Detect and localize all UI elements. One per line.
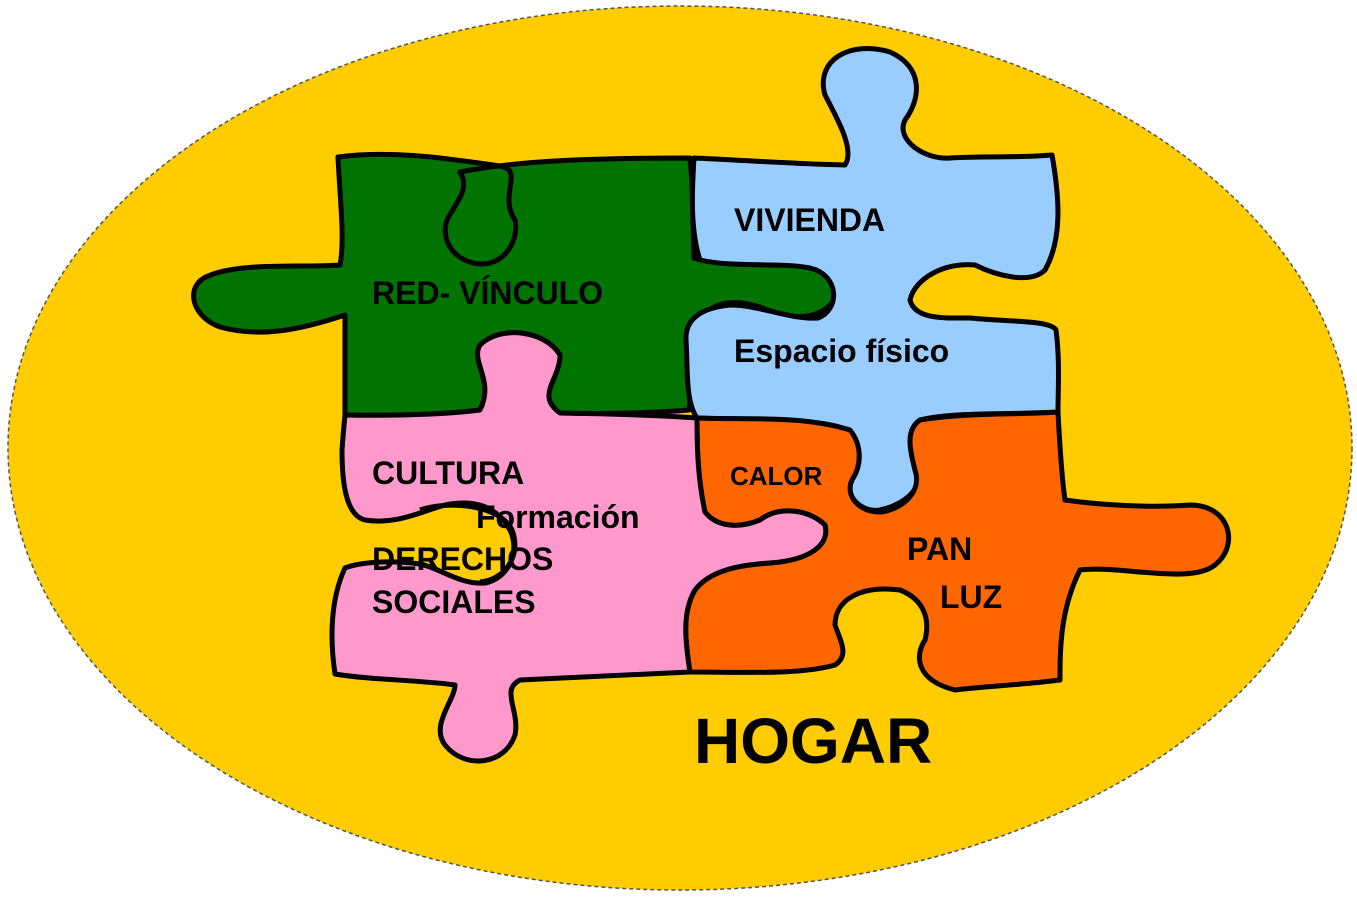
label-pan: PAN: [907, 531, 972, 567]
label-espacio-fisico: Espacio físico: [734, 333, 949, 369]
label-sociales: SOCIALES: [372, 584, 536, 620]
label-derechos: DERECHOS: [372, 541, 553, 577]
puzzle-tab-outline: [419, 502, 518, 585]
label-red-vinculo: RED- VÍNCULO: [372, 275, 603, 311]
label-calor: CALOR: [730, 461, 823, 491]
label-formacion: Formación: [476, 499, 640, 535]
label-vivienda: VIVIENDA: [734, 202, 885, 238]
puzzle-piece-blue: [683, 46, 1061, 513]
title-hogar: HOGAR: [694, 705, 932, 777]
label-luz: LUZ: [940, 579, 1002, 615]
label-cultura: CULTURA: [372, 455, 524, 491]
